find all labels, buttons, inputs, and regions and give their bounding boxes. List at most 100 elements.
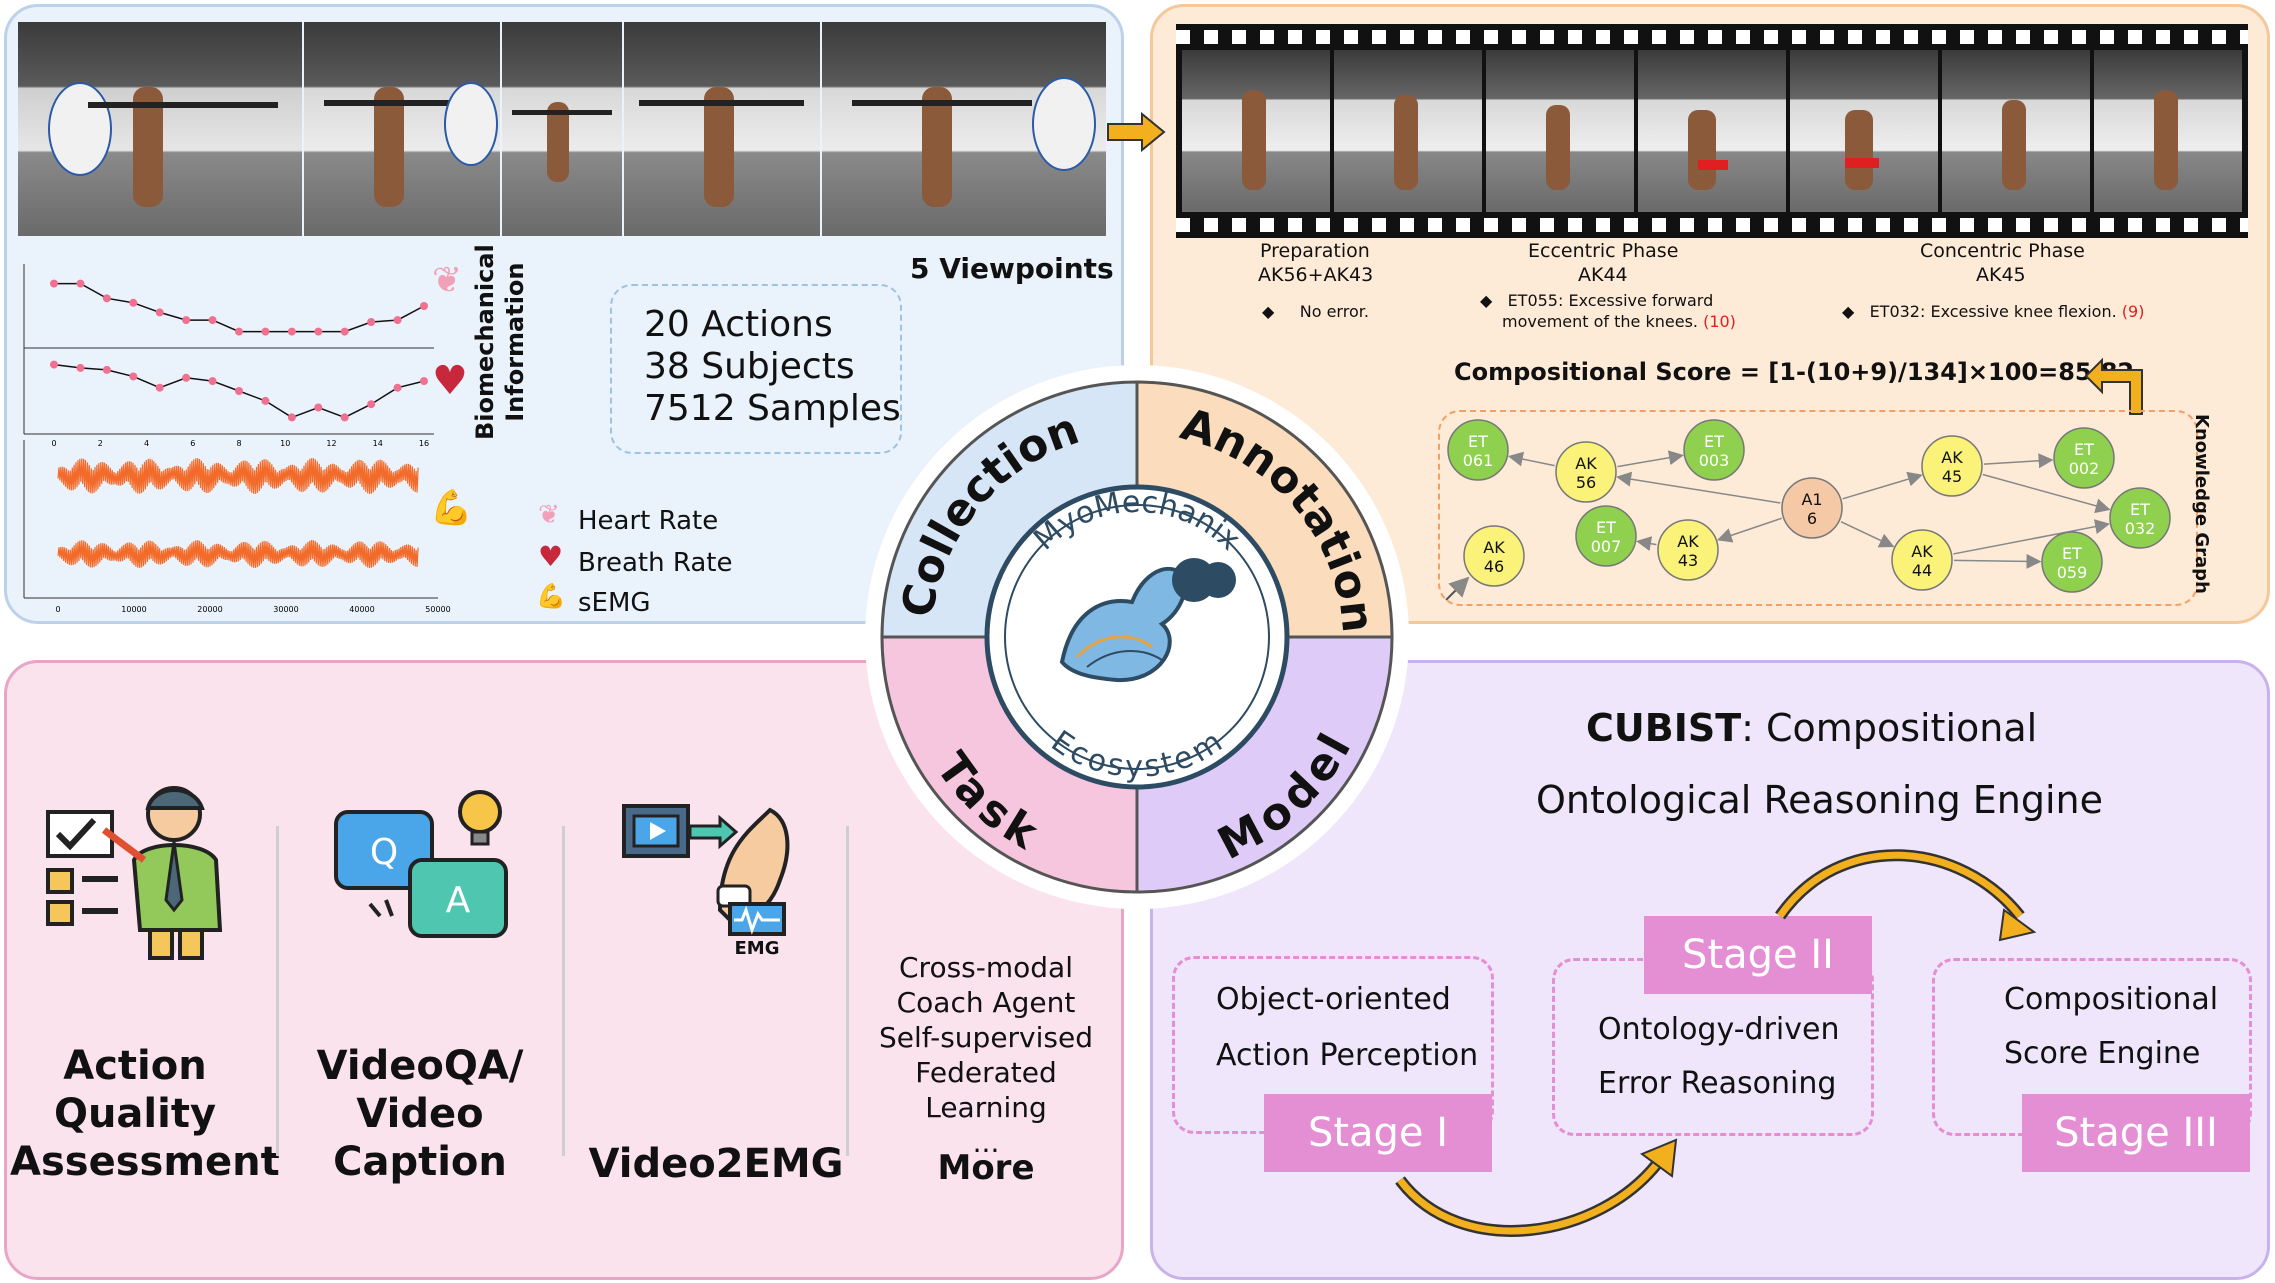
stage1-desc-l2: Action Perception — [1216, 1038, 1479, 1073]
filmstrip-holes-bottom — [1176, 218, 2248, 232]
breath-rate-chart-point — [314, 403, 323, 412]
svg-text:002: 002 — [2069, 459, 2100, 478]
video2emg-icon: EMG — [622, 804, 790, 959]
breath-rate-chart-xtick: 12 — [326, 439, 336, 448]
stats-box — [610, 284, 902, 454]
heart-rate-chart-point — [314, 327, 323, 336]
qa-a-letter: A — [446, 880, 471, 921]
breath-rate-chart-point — [393, 383, 402, 392]
kg-edge — [1445, 576, 1470, 601]
kg-edge — [1953, 553, 2042, 569]
kg-node-ak44: AK44 — [1891, 529, 1953, 591]
kg-edge — [1953, 519, 2111, 555]
breath-rate-chart-point — [50, 360, 58, 369]
svg-text:56: 56 — [1576, 473, 1596, 492]
task-aqa-l3: Assessment — [10, 1139, 280, 1185]
heart-rate-chart-point — [235, 327, 243, 336]
phase-concentric-code: AK45 — [1976, 264, 2026, 286]
phase-concentric-name: Concentric Phase — [1920, 240, 2085, 262]
phase-eccentric-score: (10) — [1703, 312, 1736, 331]
kg-edge — [1982, 473, 2111, 514]
model-title-bold: CUBIST — [1586, 706, 1742, 750]
muscle-arm-icon — [1059, 558, 1236, 683]
film-frame — [1334, 50, 1482, 212]
kg-edge — [1983, 453, 2054, 469]
emg-xtick: 10000 — [121, 605, 146, 614]
filmstrip-holes-top — [1176, 30, 2248, 44]
legend-semg: sEMG — [578, 588, 651, 618]
breath-rate-chart-xtick: 16 — [419, 439, 429, 448]
film-frame — [1942, 50, 2090, 212]
svg-text:ET: ET — [2130, 500, 2150, 519]
breath-rate-chart-xtick: 2 — [98, 439, 103, 448]
task-videoqa-title: VideoQA/ Video Caption — [300, 1042, 540, 1186]
compositional-score-formula: = [1-(10+9)/134]×100=85.82 — [1739, 358, 2135, 386]
svg-text:ET: ET — [2062, 544, 2082, 563]
heart-rate-chart-point — [102, 294, 111, 303]
emg-xtick: 50000 — [425, 605, 450, 614]
model-title-line1: CUBIST: Compositional — [1586, 706, 2037, 750]
score-return-arrow — [2084, 357, 2143, 415]
kg-edge — [1617, 450, 1684, 468]
model-title-line2: Ontological Reasoning Engine — [1536, 778, 2104, 822]
phase-eccentric-note: ◆ ET055: Excessive forward movement of t… — [1480, 291, 1736, 331]
more-item: Self-supervised — [879, 1021, 1093, 1054]
muscle-icon: 💪 — [430, 488, 473, 528]
task-video2emg-l1: Video2EMG — [588, 1141, 844, 1187]
model-title-rest: : Compositional — [1741, 706, 2038, 750]
more-item: ... — [972, 1126, 1000, 1159]
film-frame — [2094, 50, 2242, 212]
heart-rate-chart-point — [129, 298, 138, 307]
breath-rate-chart-point — [129, 372, 138, 381]
svg-text:ET: ET — [2074, 440, 2094, 459]
emg-tag-text: EMG — [735, 938, 780, 959]
stage2-desc-l2: Error Reasoning — [1598, 1066, 1837, 1101]
breath-rate-chart-xtick: 0 — [51, 439, 56, 448]
more-item: Coach Agent — [896, 986, 1076, 1019]
breath-rate-chart-xtick: 4 — [144, 439, 149, 448]
kg-node-et032: ET032 — [2109, 487, 2171, 549]
viewpoint-photo — [502, 22, 622, 236]
kg-edge — [1616, 471, 1781, 504]
svg-text:ET: ET — [1596, 518, 1616, 537]
emg-wave-1 — [57, 458, 419, 495]
kg-edge — [1716, 517, 1782, 543]
svg-text:AK: AK — [1677, 532, 1699, 551]
compositional-score-label: Compositional Score — [1454, 358, 1732, 386]
breath-rate-chart-point — [287, 413, 296, 422]
task-more-title: More — [937, 1148, 1035, 1188]
svg-text:45: 45 — [1942, 467, 1962, 486]
heart-rate-chart-point — [340, 327, 349, 336]
breath-rate-chart-point — [76, 363, 85, 372]
svg-text:032: 032 — [2125, 519, 2156, 538]
phase-preparation-name: Preparation — [1260, 240, 1370, 262]
breath-rate-chart-point — [155, 383, 164, 392]
phase-concentric-score: (9) — [2121, 302, 2145, 321]
breath-rate-chart-point — [235, 387, 243, 395]
breath-rate-chart-xtick: 8 — [236, 439, 241, 448]
viewpoints-label: 5 Viewpoints — [910, 252, 1114, 285]
heart-rate-chart-point — [155, 308, 164, 317]
breath-rate-chart-xtick: 6 — [190, 439, 195, 448]
phase-eccentric-name: Eccentric Phase — [1528, 240, 1679, 262]
task-divider — [846, 826, 849, 1156]
emg-wave-2 — [57, 539, 419, 569]
kg-edge — [1842, 471, 1923, 500]
videoqa-icon: Q A — [334, 790, 508, 938]
filmstrip-frames — [1182, 50, 2242, 212]
phase-eccentric-note-l2: movement of the knees. — [1502, 312, 1698, 331]
stage2-label: Stage II — [1644, 916, 1872, 994]
action-quality-assessment-icon — [46, 786, 223, 960]
task-divider — [276, 826, 279, 1156]
heart-rate-chart-point — [287, 327, 296, 336]
heart-rate-chart-point — [208, 316, 217, 325]
breath-rate-chart-xtick: 10 — [280, 439, 290, 448]
svg-text:061: 061 — [1463, 451, 1494, 470]
phase-concentric-note: ◆ ET032: Excessive knee flexion. (9) — [1842, 302, 2145, 321]
